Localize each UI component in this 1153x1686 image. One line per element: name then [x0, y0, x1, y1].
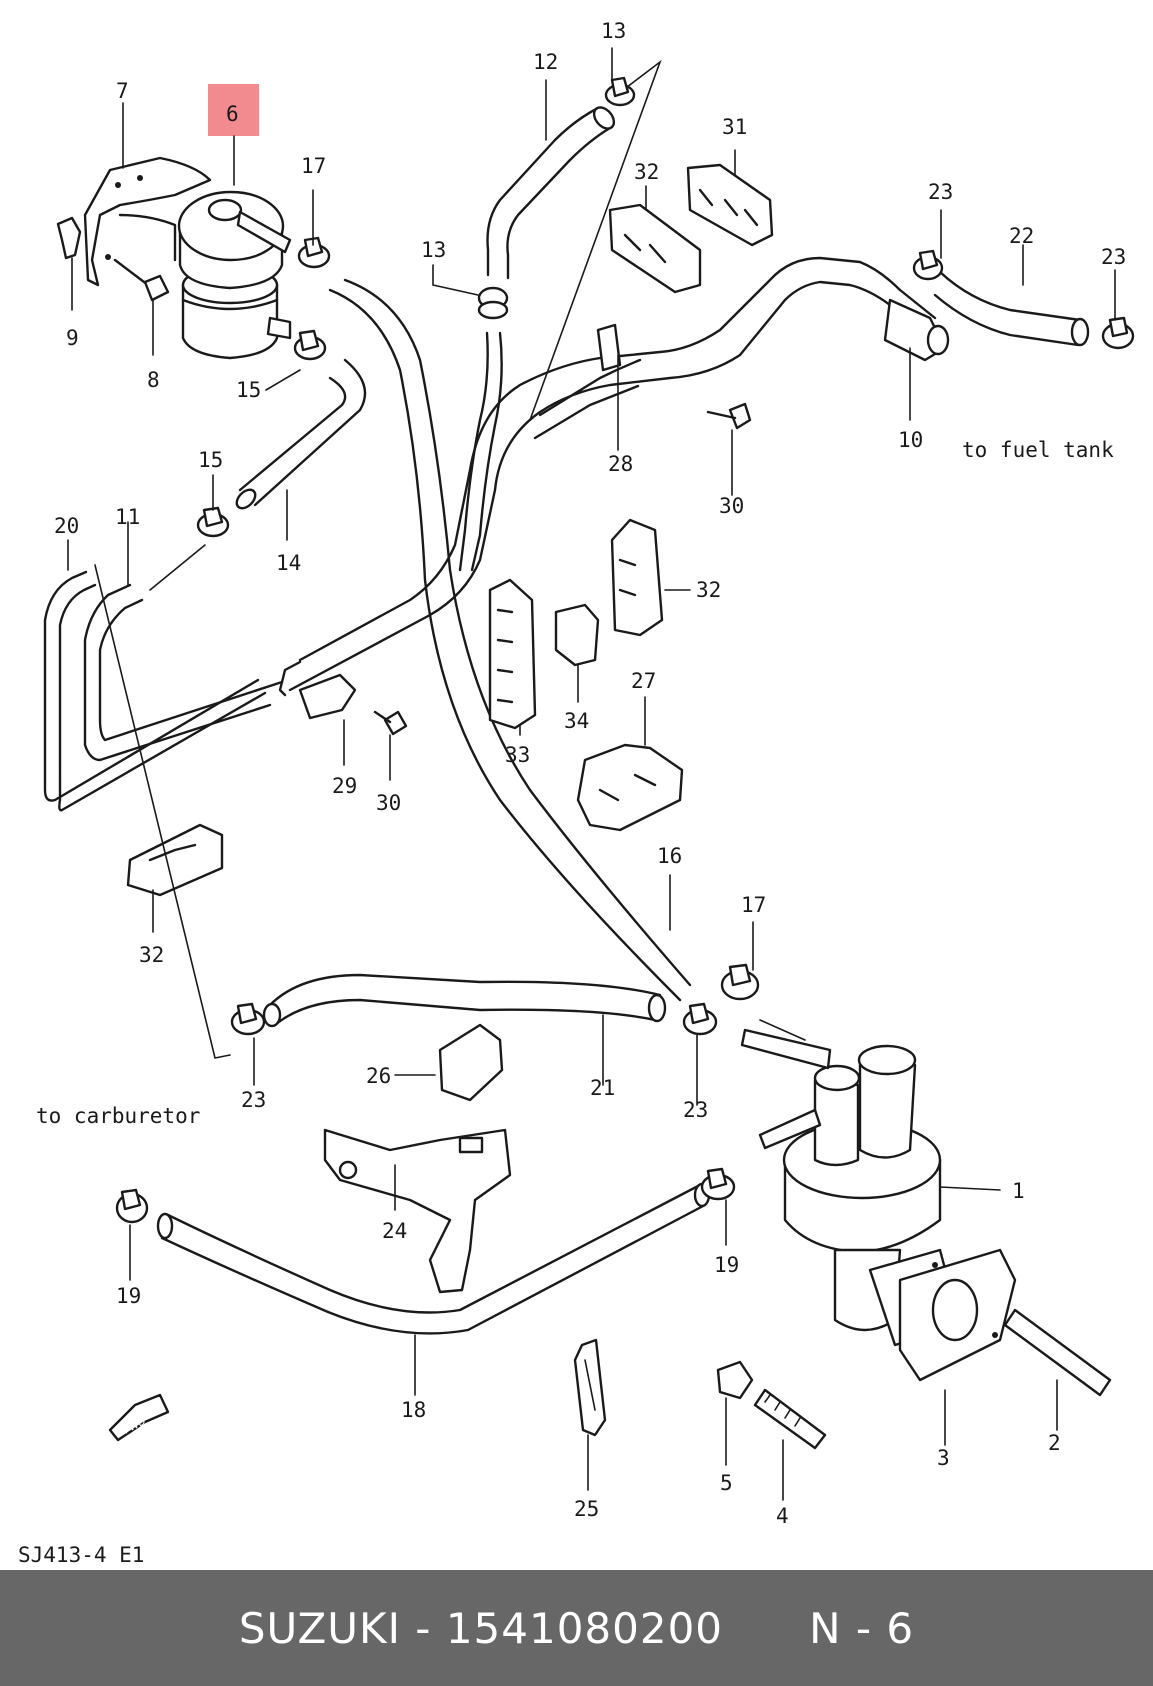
- hose-21: [262, 973, 667, 1028]
- footer-position: N - 6: [809, 1603, 915, 1653]
- callout-32-right: 32: [696, 578, 721, 602]
- callout-26: 26: [366, 1064, 391, 1088]
- callout-19-right: 19: [714, 1253, 739, 1277]
- callout-16: 16: [657, 844, 682, 868]
- callout-30-upper: 30: [719, 494, 744, 518]
- callout-33: 33: [505, 743, 530, 767]
- leader-lines: [67, 47, 1116, 1501]
- hose-clamps: [115, 76, 1135, 1224]
- callout-28: 28: [608, 452, 633, 476]
- callout-23-upper: 23: [928, 180, 953, 204]
- fwd-arrow: [108, 1393, 170, 1442]
- footer-separator: -: [400, 1603, 446, 1653]
- hose-18: [156, 1182, 711, 1335]
- callout-30-lower: 30: [376, 791, 401, 815]
- callout-32-upper: 32: [634, 160, 659, 184]
- callout-6: 6: [226, 102, 239, 126]
- pipe-joint: [883, 298, 950, 362]
- footer-caption: SUZUKI - 1541080200 N - 6: [239, 1604, 914, 1653]
- hose-22: [933, 270, 1090, 347]
- highlight-marker: [208, 84, 259, 136]
- hose-lines: [43, 256, 937, 1002]
- callout-18: 18: [401, 1398, 426, 1422]
- callout-13-top: 13: [601, 19, 626, 43]
- callout-27: 27: [631, 669, 656, 693]
- callout-labels: 1 2 3 4 5 6 7 8 9 10 11 12 13 13 14 15 1…: [54, 19, 1126, 1528]
- callout-3: 3: [937, 1446, 950, 1470]
- to-carburetor-note: to carburetor: [36, 1104, 200, 1128]
- callout-17-upper: 17: [301, 154, 326, 178]
- callout-5: 5: [720, 1471, 733, 1495]
- callout-4: 4: [776, 1504, 789, 1528]
- callout-8: 8: [147, 368, 160, 392]
- fuel-system-diagram: 1 2 3 4 5 6 7 8 9 10 11 12 13 13 14 15 1…: [18, 19, 1135, 1567]
- callout-31: 31: [722, 115, 747, 139]
- footer-brand: SUZUKI: [238, 1603, 401, 1653]
- hose-14: [235, 358, 367, 510]
- callout-25: 25: [574, 1497, 599, 1521]
- footer-bar: SUZUKI - 1541080200 N - 6: [0, 1570, 1153, 1686]
- callout-12: 12: [533, 50, 558, 74]
- callout-10: 10: [898, 428, 923, 452]
- callout-22: 22: [1009, 224, 1034, 248]
- fuel-filter: [177, 190, 292, 360]
- drawing-code: SJ413-4 E1: [18, 1543, 144, 1567]
- callout-19-left: 19: [116, 1284, 141, 1308]
- callout-23-lower-left: 23: [241, 1088, 266, 1112]
- pipe-clips: [126, 163, 774, 1102]
- callout-15-upper: 15: [236, 378, 261, 402]
- stud-and-nut: [716, 1360, 827, 1450]
- callout-23-right: 23: [1101, 245, 1126, 269]
- callout-1: 1: [1012, 1179, 1025, 1203]
- pump-gasket: [898, 1248, 1017, 1382]
- to-fuel-tank-note: to fuel tank: [962, 438, 1114, 462]
- hose-clip: [573, 1338, 607, 1437]
- filter-bracket: [83, 156, 212, 287]
- callout-2: 2: [1048, 1431, 1061, 1455]
- callout-17-lower: 17: [741, 893, 766, 917]
- callout-34: 34: [564, 709, 589, 733]
- callout-23-lower-right: 23: [683, 1098, 708, 1122]
- callout-7: 7: [116, 79, 129, 103]
- callout-24: 24: [382, 1219, 407, 1243]
- callout-13-mid: 13: [421, 238, 446, 262]
- callout-20: 20: [54, 514, 79, 538]
- callout-15-lower: 15: [198, 448, 223, 472]
- callout-21: 21: [590, 1076, 615, 1100]
- callout-14: 14: [276, 551, 301, 575]
- callout-32-left: 32: [139, 943, 164, 967]
- pump-bracket: [323, 1128, 512, 1294]
- footer-part-number: 1541080200: [445, 1603, 724, 1653]
- callout-29: 29: [332, 774, 357, 798]
- callout-9: 9: [66, 326, 79, 350]
- fasteners: [56, 216, 752, 736]
- callout-11: 11: [115, 505, 140, 529]
- push-rod: [1003, 1308, 1112, 1397]
